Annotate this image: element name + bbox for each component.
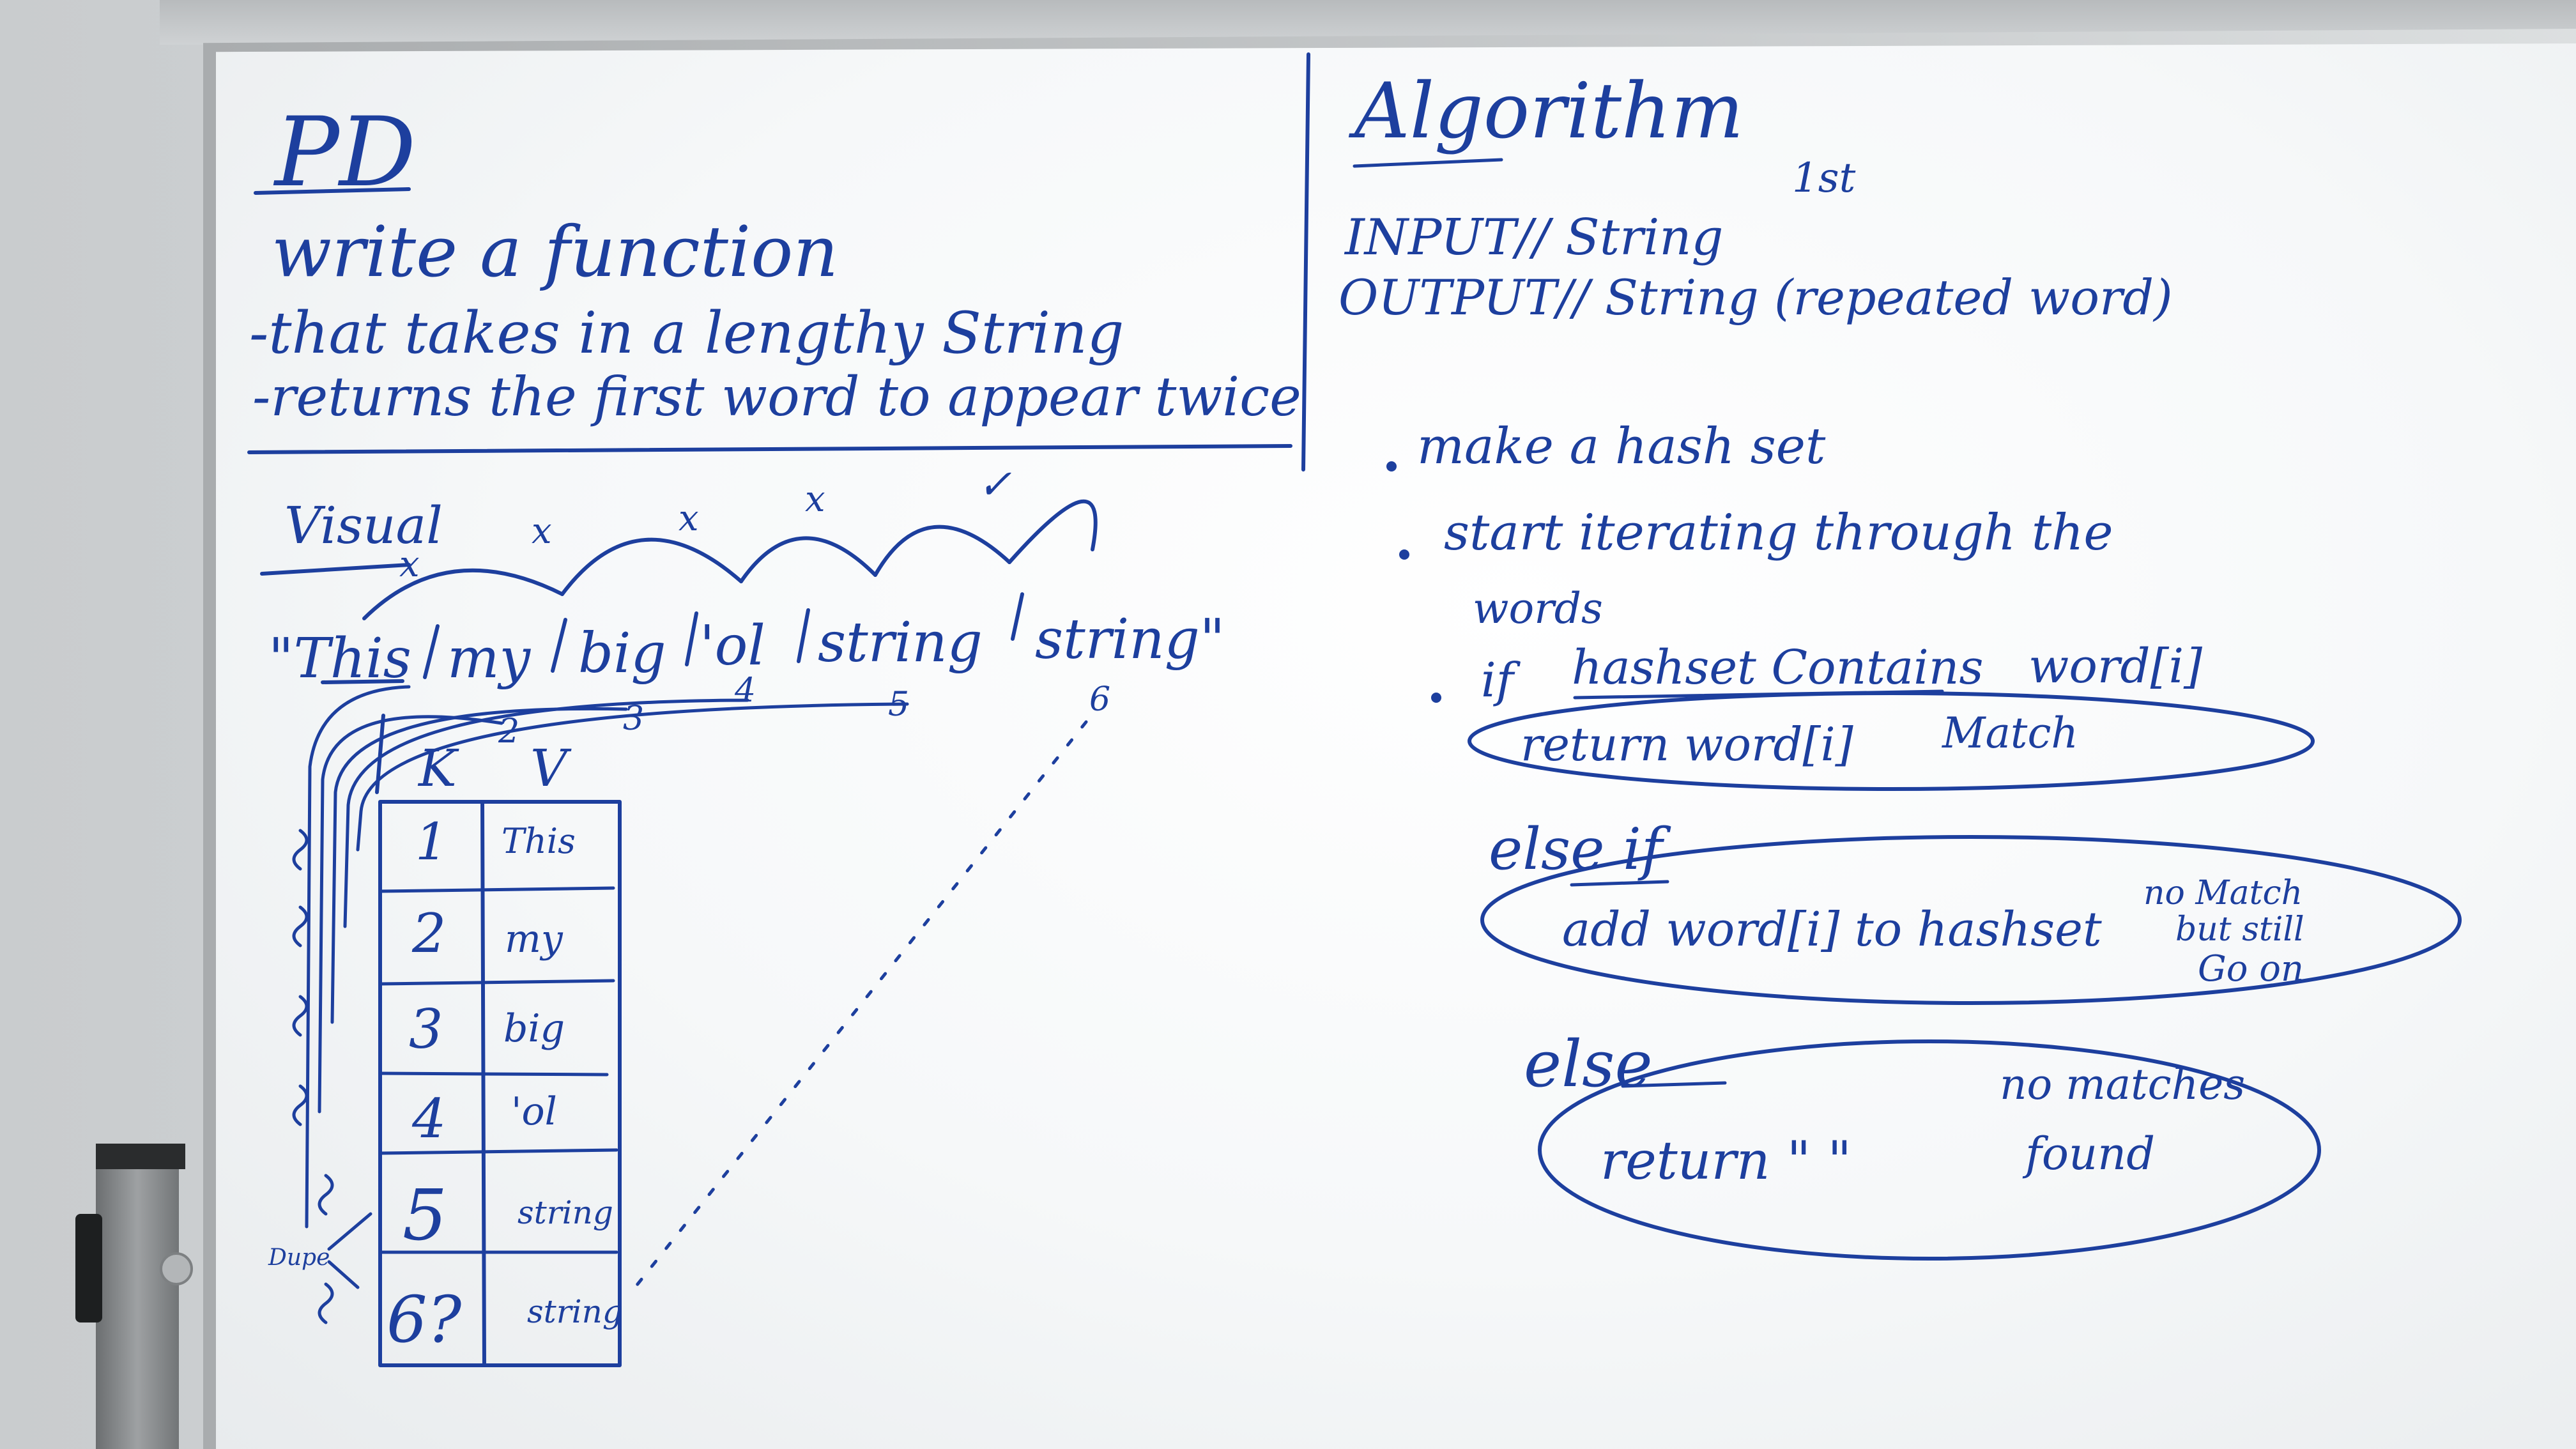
table-key: 1 [415, 812, 448, 871]
no-match-note: no Match [2143, 874, 2303, 912]
arc-mark: x [532, 510, 552, 552]
word-separators [423, 592, 1024, 679]
visual-underline [260, 563, 411, 576]
sentence-index: 3 [623, 700, 644, 738]
algorithm-section: Algorithm 1st INPUT// String OUTPUT// St… [1338, 67, 2462, 1261]
bullet [1386, 461, 1397, 471]
pointer-squiggles [292, 829, 334, 1324]
table-key: 3 [409, 998, 443, 1061]
iteration-arc [362, 568, 564, 620]
dupe-label: Dupe [268, 1245, 330, 1271]
sentence-word: my [447, 627, 532, 691]
table-value: This [502, 821, 576, 861]
table-header-divider [375, 714, 385, 794]
sentence-index: 4 [734, 671, 756, 710]
arc-mark: x [805, 479, 825, 520]
table-value: big [503, 1006, 565, 1051]
dupe-arrows [327, 1212, 372, 1289]
no-match-note: Go on [2198, 948, 2304, 990]
arc-mark: x [399, 544, 420, 585]
else-label: else [1524, 1027, 1653, 1101]
wall-knob [160, 1252, 193, 1285]
match-label: Match [1942, 709, 2078, 758]
arc-mark: x [678, 498, 699, 539]
algorithm-title: Algorithm [1348, 67, 1744, 156]
else-underline [1621, 1081, 1727, 1088]
table-header-value: V [530, 739, 572, 798]
pointer-line [356, 702, 909, 852]
arc-check: ✓ [977, 461, 1012, 509]
table-key: 4 [411, 1087, 446, 1150]
sentence-index: 6 [1089, 680, 1110, 719]
if-word: word[i] [2028, 639, 2202, 694]
visual-section: Visual x x x x ✓ "This my big 'ol string… [260, 461, 1225, 1324]
problem-line-1: write a function [272, 211, 838, 293]
sentence-word: 'ol [700, 614, 765, 678]
iteration-arc [560, 537, 743, 596]
output-line: OUTPUT// String (repeated word) [1338, 269, 2173, 326]
table-outline [378, 800, 622, 1367]
return-bubble [1468, 691, 2315, 791]
pd-underline [254, 187, 411, 195]
iteration-arc [873, 525, 1011, 577]
problem-domain-section: PD write a function -that takes in a len… [247, 52, 1310, 471]
this-underline [321, 679, 404, 684]
first-label: 1st [1792, 155, 1856, 202]
problem-line-2: -that takes in a lengthy String [249, 300, 1124, 367]
iteration-arc [739, 536, 877, 583]
iteration-arc [1008, 499, 1098, 564]
table-value: string [527, 1293, 623, 1330]
hash-table: K V 1 2 3 4 5 6? This my big 'ol string … [268, 714, 623, 1367]
duplicate-dashed-line [631, 720, 1088, 1292]
whiteboard [216, 43, 2576, 1449]
table-row-dividers [378, 886, 618, 1254]
visual-label: Visual [284, 496, 443, 555]
table-column-divider [480, 800, 486, 1367]
pointer-line [330, 707, 628, 1024]
table-key: 2 [411, 902, 446, 965]
table-value: 'ol [511, 1089, 557, 1134]
step-iterate: start iterating through the [1444, 504, 2113, 562]
sentence-word: string [818, 611, 983, 675]
sentence-word: string" [1035, 608, 1225, 671]
else-if-label: else if [1489, 816, 1671, 883]
wall-post [96, 1144, 179, 1449]
add-line: add word[i] to hashset [1562, 902, 2102, 957]
if-prefix: if [1481, 653, 1521, 708]
wall-clip [75, 1214, 102, 1322]
table-header-key: K [417, 739, 459, 798]
input-line: INPUT// String [1344, 209, 1723, 266]
return-line: return word[i] [1521, 717, 1854, 771]
table-key: 6? [387, 1282, 463, 1357]
add-bubble [1480, 835, 2462, 1005]
pointer-line [305, 685, 411, 1229]
table-value: my [505, 917, 564, 962]
no-match-note: but still [2175, 910, 2304, 949]
no-matches-line: no matches [2000, 1060, 2245, 1109]
table-key: 5 [402, 1174, 447, 1256]
section-divider-vertical [1301, 52, 1310, 471]
if-condition: hashset Contains [1572, 640, 1983, 695]
else-return: return " " [1600, 1131, 1851, 1192]
bullet [1431, 693, 1441, 703]
pointer-line [343, 698, 749, 928]
step-hashset: make a hash set [1417, 418, 1826, 475]
section-divider-horizontal [247, 444, 1292, 454]
else-if-underline [1570, 880, 1669, 887]
table-value: string [518, 1194, 613, 1231]
algorithm-underline [1353, 158, 1503, 168]
problem-line-3: -returns the first word to appear twice [252, 365, 1301, 428]
step-iterate-cont: words [1473, 584, 1603, 633]
else-bubble [1538, 1039, 2321, 1261]
bullet [1399, 549, 1409, 560]
wall-bracket [96, 1144, 185, 1169]
sentence-word: big [578, 622, 666, 686]
no-matches-line: found [2022, 1128, 2155, 1180]
